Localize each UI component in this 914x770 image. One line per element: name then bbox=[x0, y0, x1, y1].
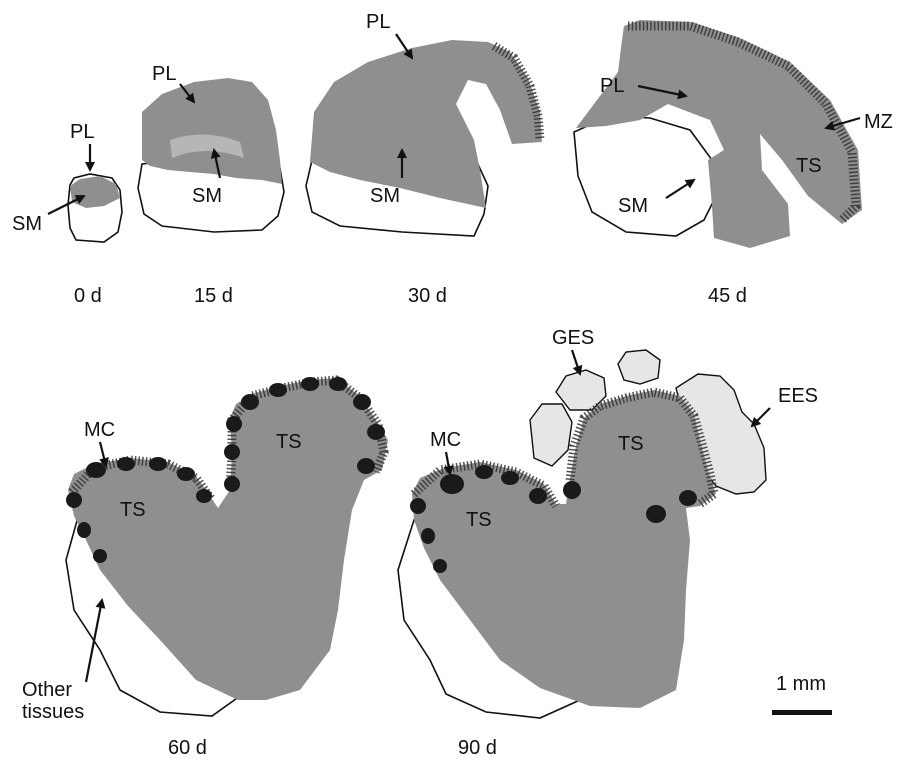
label-mc-60d: MC bbox=[84, 419, 115, 441]
mc-cell bbox=[501, 471, 519, 485]
mc-cell bbox=[269, 383, 287, 397]
arrow-ees-90d bbox=[752, 408, 770, 426]
mc-cell bbox=[66, 492, 82, 508]
mc-cell bbox=[224, 444, 240, 460]
label-pl-15d: PL bbox=[152, 63, 176, 85]
mc-cell bbox=[241, 394, 259, 410]
mc-cell bbox=[177, 467, 195, 481]
arrow-ges-90d bbox=[572, 350, 580, 374]
label-45d: 45 d bbox=[708, 285, 747, 307]
arrow-mc-60d bbox=[100, 442, 106, 466]
mc-cell bbox=[563, 481, 581, 499]
ges-blob-1 bbox=[556, 370, 606, 410]
mc-cell bbox=[226, 416, 242, 432]
mc-cell bbox=[86, 462, 106, 478]
mc-cell bbox=[77, 522, 91, 538]
panel-60d: MC TS TS Other tissues 60 d bbox=[22, 377, 388, 759]
label-0d: 0 d bbox=[74, 285, 102, 307]
label-mz-45d: MZ bbox=[864, 111, 893, 133]
mc-cell bbox=[646, 505, 666, 523]
mc-cell bbox=[196, 489, 212, 503]
scale-bar: 1 mm bbox=[772, 673, 832, 715]
label-30d: 30 d bbox=[408, 285, 447, 307]
label-pl-45d: PL bbox=[600, 75, 624, 97]
label-ts-45d: TS bbox=[796, 155, 822, 177]
mc-cell bbox=[353, 394, 371, 410]
mc-cell bbox=[93, 549, 107, 563]
mc-cell bbox=[117, 457, 135, 471]
scale-bar-line bbox=[772, 710, 832, 715]
label-90d: 90 d bbox=[458, 737, 497, 759]
mc-cell bbox=[679, 490, 697, 506]
ges-blob-3 bbox=[530, 404, 572, 466]
mc-cell bbox=[410, 498, 426, 514]
mc-cell bbox=[367, 424, 385, 440]
label-sm-30d: SM bbox=[370, 185, 400, 207]
mc-cell bbox=[357, 458, 375, 474]
label-sm-45d: SM bbox=[618, 195, 648, 217]
panel-45d: PL MZ TS SM 45 d bbox=[574, 20, 893, 307]
label-ts-60d-left: TS bbox=[120, 499, 146, 521]
label-60d: 60 d bbox=[168, 737, 207, 759]
label-ts-90d-right: TS bbox=[618, 433, 644, 455]
label-mc-90d: MC bbox=[430, 429, 461, 451]
mc-cell bbox=[224, 476, 240, 492]
label-ts-60d-right: TS bbox=[276, 431, 302, 453]
label-sm-15d: SM bbox=[192, 185, 222, 207]
label-pl-0d: PL bbox=[70, 121, 94, 143]
mc-cell bbox=[440, 474, 464, 494]
label-15d: 15 d bbox=[194, 285, 233, 307]
mc-cell bbox=[149, 457, 167, 471]
outline-45d bbox=[574, 116, 716, 236]
label-ts-90d-left: TS bbox=[466, 509, 492, 531]
label-ees-90d: EES bbox=[778, 385, 818, 407]
label-ges-90d: GES bbox=[552, 327, 594, 349]
mc-cell bbox=[433, 559, 447, 573]
mc-cell bbox=[529, 488, 547, 504]
label-pl-30d: PL bbox=[366, 11, 390, 33]
mc-cell bbox=[475, 465, 493, 479]
mc-cell bbox=[301, 377, 319, 391]
tissue-15d bbox=[142, 78, 282, 184]
scale-bar-label: 1 mm bbox=[776, 673, 826, 695]
panel-90d: GES EES MC TS TS 90 d bbox=[398, 327, 818, 759]
panel-30d: PL SM 30 d bbox=[306, 11, 542, 307]
ges-blob-2 bbox=[618, 350, 660, 384]
label-sm-0d: SM bbox=[12, 213, 42, 235]
label-other-1: Other bbox=[22, 679, 72, 701]
label-other-2: tissues bbox=[22, 701, 84, 723]
panel-15d: PL SM 15 d bbox=[138, 63, 284, 307]
mc-cell bbox=[421, 528, 435, 544]
mc-cell bbox=[329, 377, 347, 391]
panel-0d: PL SM 0 d bbox=[12, 121, 122, 307]
